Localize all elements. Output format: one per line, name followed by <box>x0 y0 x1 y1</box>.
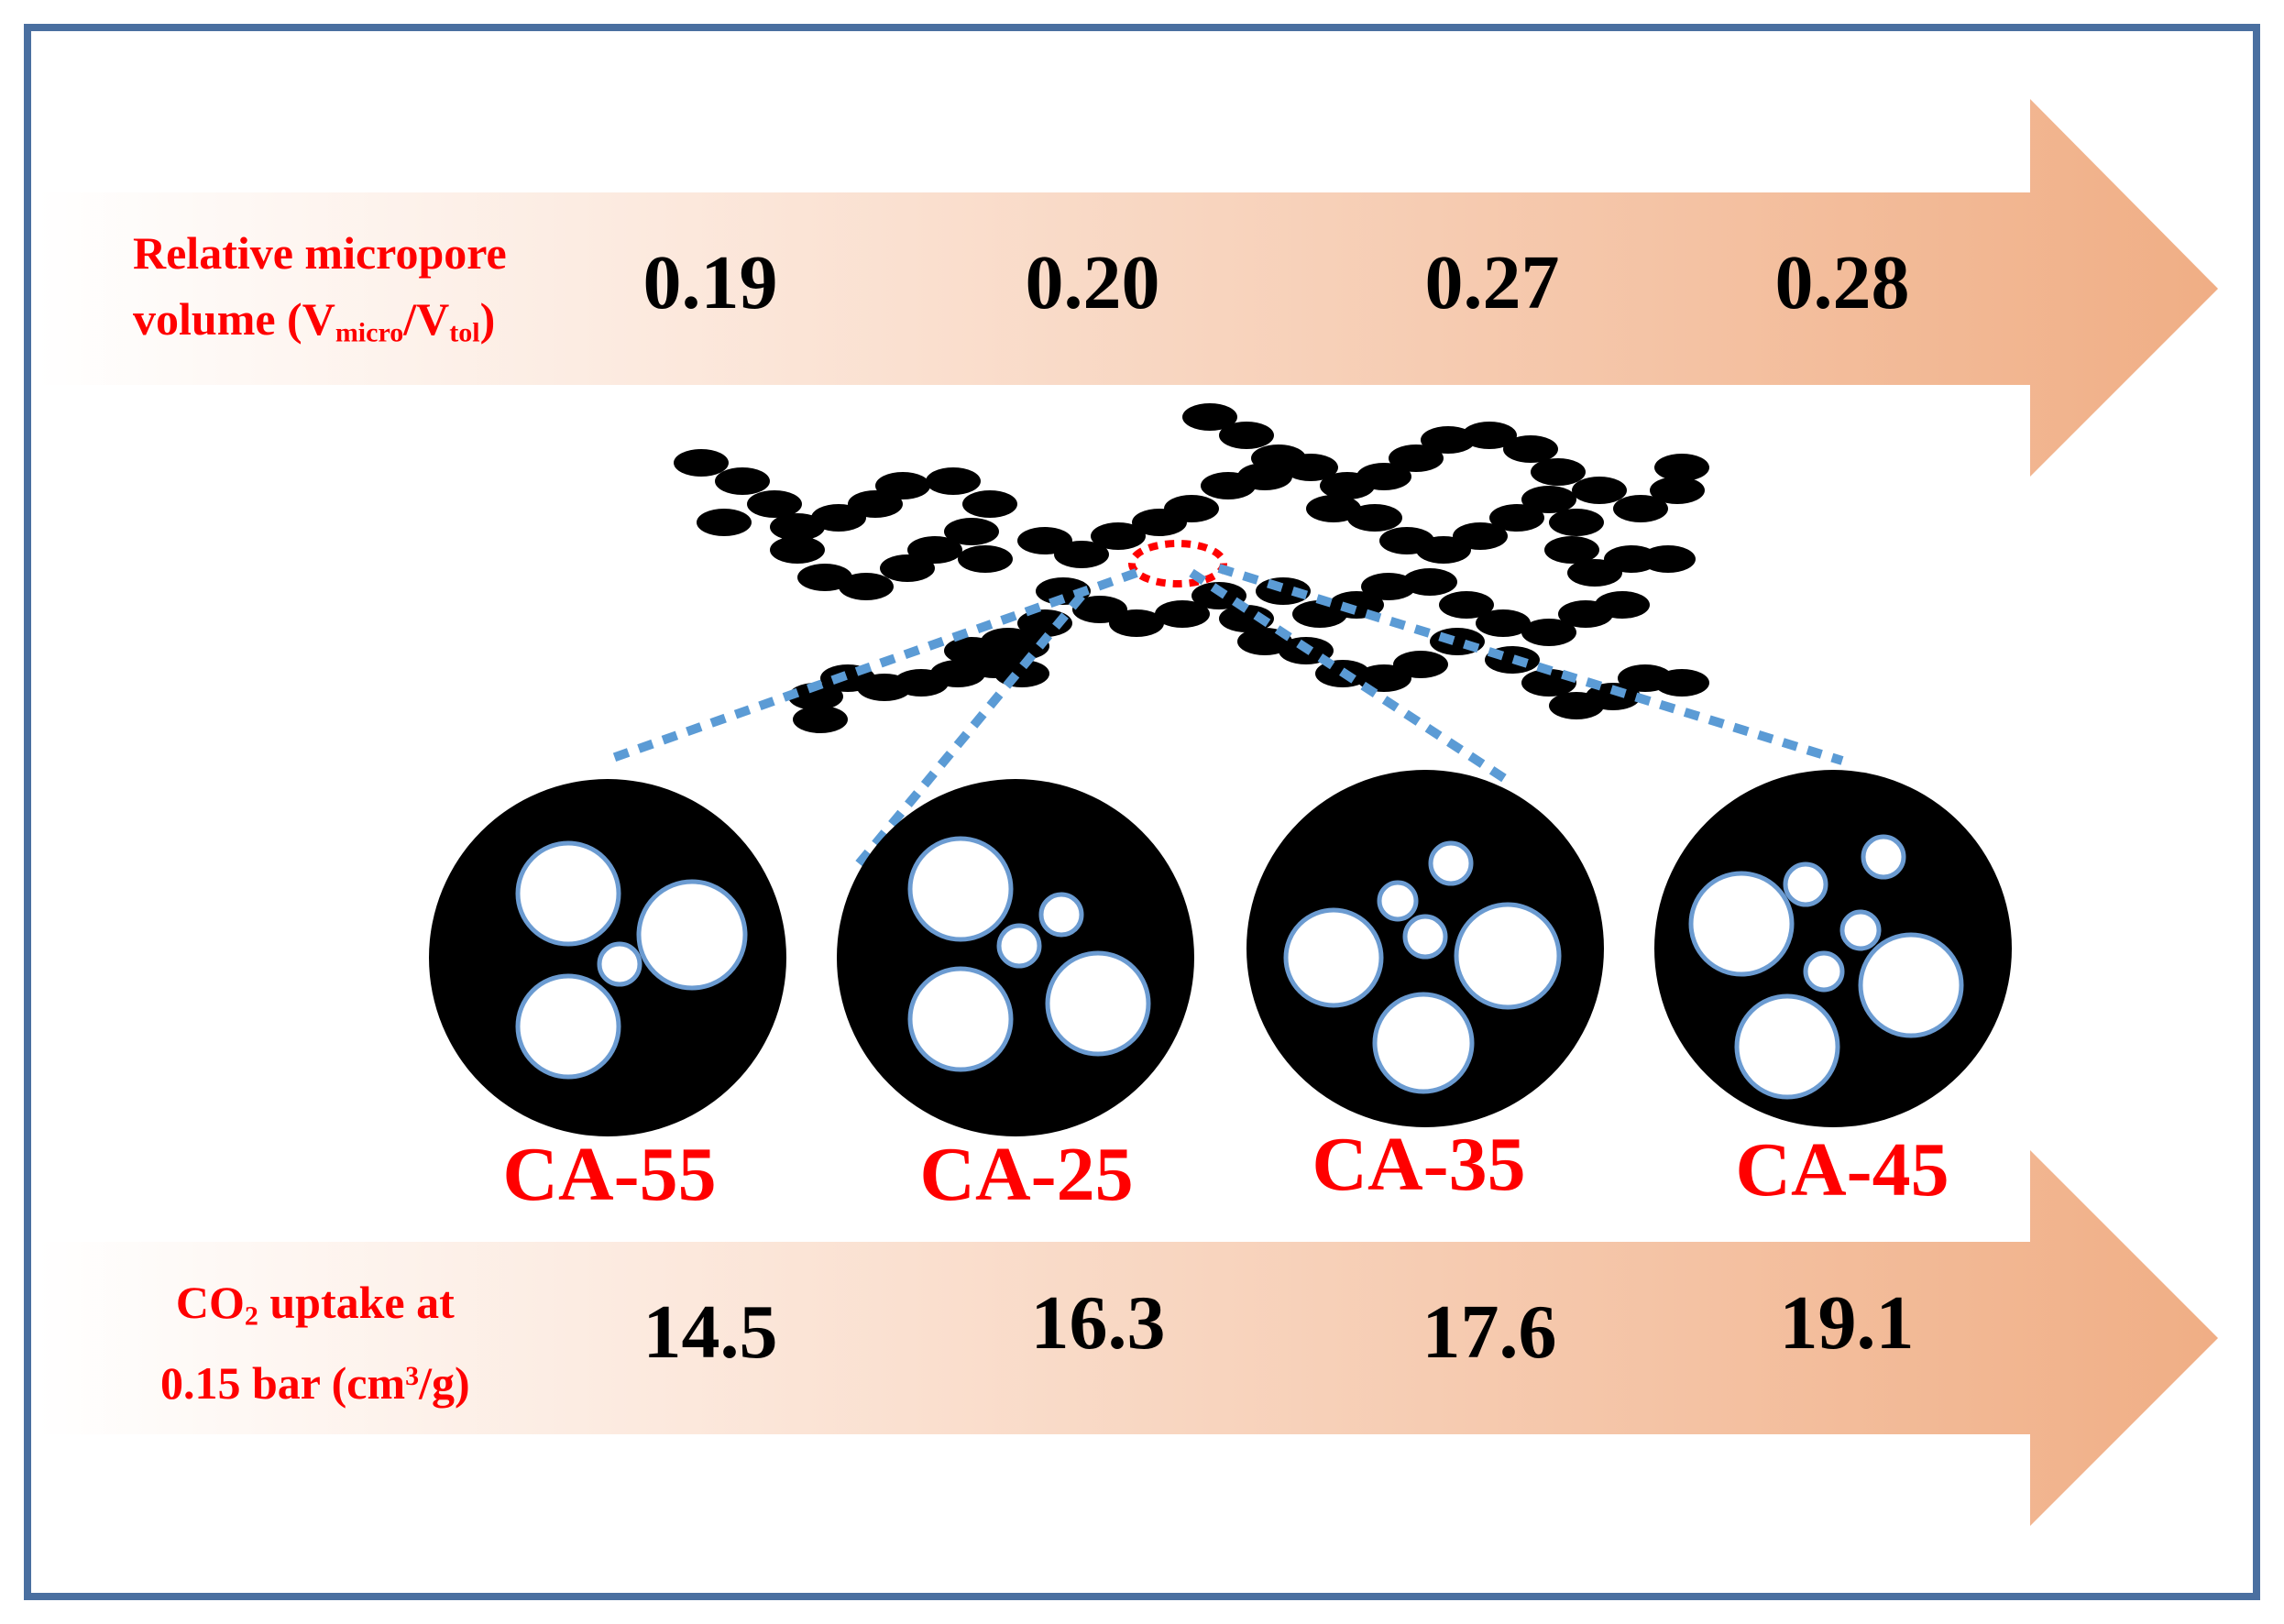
pore-circle-ca-25 <box>837 779 1194 1136</box>
co2-value-ca-35: 17.6 <box>1422 1289 1557 1375</box>
micropore-value-ca-35: 0.27 <box>1424 240 1560 325</box>
bottom-arrow-shape <box>37 1150 2218 1526</box>
co2-value-ca-45: 19.1 <box>1779 1280 1915 1366</box>
micropore-value-ca-55: 0.19 <box>642 240 778 325</box>
co2-value-ca-25: 16.3 <box>1030 1280 1166 1366</box>
micropore-volume-label: Relative micropore volume (Vmicro/Vtol) <box>133 220 507 367</box>
zoom-lines <box>603 564 1844 870</box>
co2-value-ca-55: 14.5 <box>642 1289 778 1375</box>
co2-label-line1: CO2 uptake at <box>175 1277 455 1332</box>
micropore-label-line2: volume (Vmicro/Vtol) <box>133 293 496 348</box>
co2-uptake-label: CO2 uptake at 0.15 bar (cm3/g) <box>160 1269 470 1416</box>
sample-label-ca-25: CA-25 <box>919 1132 1134 1217</box>
sample-label-ca-35: CA-35 <box>1312 1122 1526 1207</box>
top-arrow-shape <box>37 99 2218 477</box>
pore-circle-ca-35 <box>1246 770 1604 1127</box>
micropore-label-line1: Relative micropore <box>133 227 507 279</box>
sample-label-ca-45: CA-45 <box>1735 1127 1949 1213</box>
highlight-ring <box>1128 540 1227 587</box>
pore-circle-ca-45 <box>1654 770 2012 1127</box>
pore-circle-ca-55 <box>429 779 786 1136</box>
sample-label-ca-55: CA-55 <box>502 1132 717 1217</box>
micropore-value-ca-45: 0.28 <box>1774 240 1910 325</box>
co2-label-line2: 0.15 bar (cm3/g) <box>160 1356 470 1409</box>
micropore-value-ca-25: 0.20 <box>1025 240 1160 325</box>
